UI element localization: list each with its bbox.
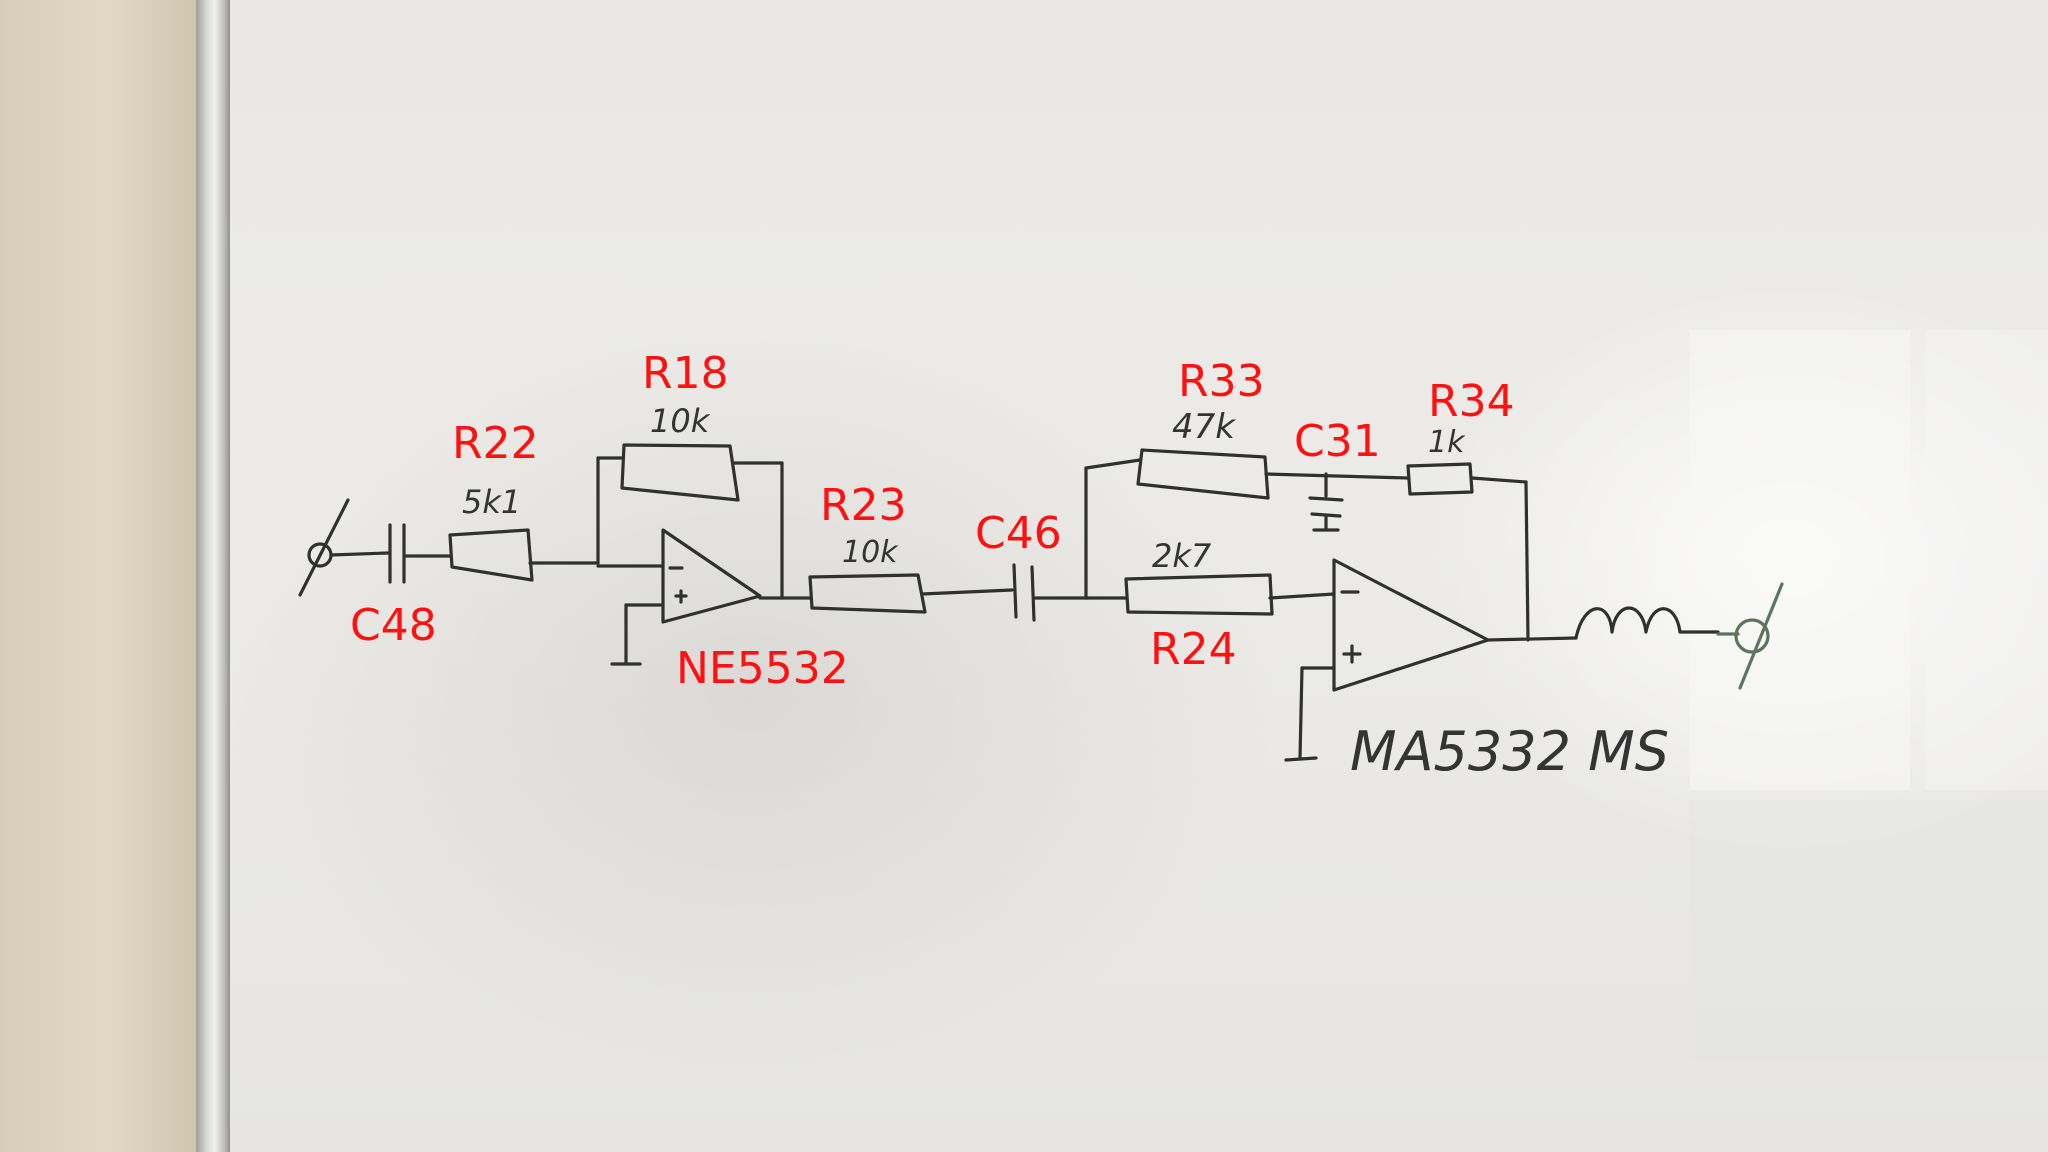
resistor-r23 bbox=[808, 573, 1014, 614]
output-stage bbox=[1574, 582, 1784, 690]
resistor-r24 bbox=[1084, 573, 1336, 616]
input-terminal bbox=[298, 498, 350, 597]
r24-value: 2k7 bbox=[1152, 537, 1212, 575]
r18-value: 10k bbox=[650, 402, 711, 440]
label-r34: R34 bbox=[1428, 376, 1515, 427]
label-c46: C46 bbox=[975, 508, 1062, 559]
label-c48: C48 bbox=[350, 600, 437, 651]
opamp-ne5532 bbox=[596, 528, 812, 666]
label-r23: R23 bbox=[820, 480, 907, 531]
label-c31: C31 bbox=[1294, 416, 1381, 467]
wall bbox=[0, 0, 200, 1152]
label-ne5532: NE5532 bbox=[676, 643, 849, 694]
whiteboard-frame bbox=[196, 0, 230, 1152]
r22-value: 5k1 bbox=[462, 483, 521, 521]
label-r24: R24 bbox=[1150, 624, 1237, 675]
feedback-network bbox=[1084, 448, 1530, 642]
opamp-ma5332 bbox=[1284, 558, 1578, 762]
resistor-r22 bbox=[448, 528, 600, 582]
label-r33: R33 bbox=[1178, 356, 1265, 407]
opamp2-label: MA5332 MS bbox=[1350, 720, 1669, 783]
capacitor-c48 bbox=[329, 523, 452, 584]
resistor-r18 bbox=[596, 443, 784, 600]
r23-value: 10k bbox=[842, 535, 899, 570]
label-r22: R22 bbox=[452, 418, 539, 469]
label-r18: R18 bbox=[642, 348, 729, 399]
capacitor-c46 bbox=[1012, 563, 1090, 622]
r33-value: 47k bbox=[1172, 407, 1236, 447]
r34-value: 1k bbox=[1428, 425, 1466, 460]
